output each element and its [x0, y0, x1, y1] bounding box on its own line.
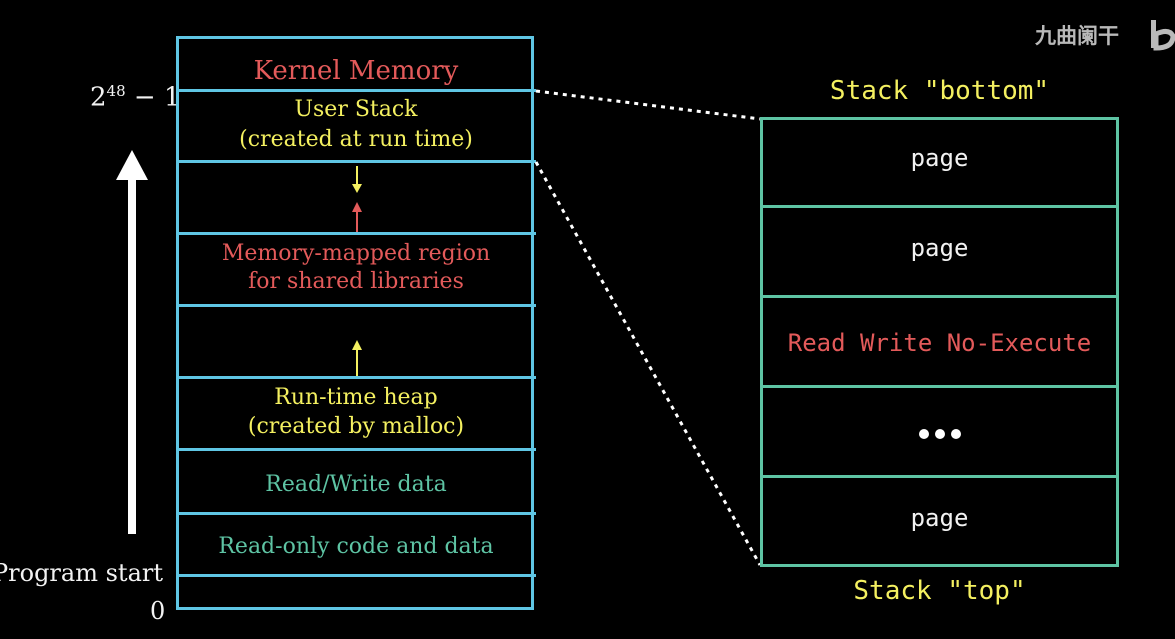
watermark-text: 九曲阑干 — [1035, 24, 1119, 48]
bilibili-logo-icon — [1151, 20, 1175, 51]
watermark: 九曲阑干 — [1035, 14, 1175, 54]
stack-bottom-label: Stack "bottom" — [829, 76, 1050, 106]
stack-page-2: page — [910, 234, 969, 262]
stack-page-last: page — [910, 504, 969, 532]
mmap-region-sublabel: for shared libraries — [248, 269, 464, 294]
zoom-line-top — [535, 89, 761, 121]
mmap-grows-up-arrow-icon — [352, 202, 362, 232]
stack-page-1: page — [910, 144, 969, 172]
address-top-exponent: 48 — [106, 82, 126, 100]
kernel-memory-label: Kernel Memory — [253, 56, 459, 86]
stack-divider-1 — [760, 205, 1119, 208]
ro-data-label: Read-only code and data — [218, 534, 494, 559]
divider-gap-heap — [176, 376, 536, 379]
address-bottom-label: 0 — [150, 597, 166, 625]
stack-divider-2 — [760, 295, 1119, 298]
divider-gap-mmap — [176, 232, 536, 235]
mmap-region-label: Memory-mapped region — [221, 241, 491, 266]
address-top-suffix: − 1 — [125, 82, 181, 113]
address-top-base: 2 — [90, 82, 107, 113]
divider-rw-ro — [176, 512, 536, 515]
divider-stack-gap — [176, 160, 536, 163]
upward-arrow-icon — [116, 150, 148, 534]
stack-top-label: Stack "top" — [853, 576, 1026, 606]
heap-sublabel: (created by malloc) — [247, 414, 465, 439]
ellipsis-icon — [760, 426, 1119, 444]
stack-pages-box — [760, 117, 1119, 567]
user-stack-label: User Stack — [294, 97, 418, 122]
divider-heap-rw — [176, 448, 536, 451]
user-stack-sublabel: (created at run time) — [239, 127, 473, 152]
divider-mmap-gap — [176, 304, 536, 307]
address-top-label: 248 − 1 — [90, 76, 181, 113]
stack-divider-4 — [760, 475, 1119, 478]
stack-page-rwnx: Read Write No-Execute — [787, 329, 1092, 357]
zoom-line-bottom — [534, 161, 762, 566]
rw-data-label: Read/Write data — [265, 472, 447, 497]
heap-grows-up-arrow-icon — [352, 340, 362, 376]
divider-kernel-stack — [176, 89, 536, 92]
stack-divider-3 — [760, 385, 1119, 388]
divider-ro-bottom — [176, 574, 536, 577]
memory-layout-column — [176, 36, 534, 610]
stack-grows-down-arrow-icon — [352, 166, 362, 193]
heap-label: Run-time heap — [274, 385, 438, 410]
program-start-label: Program start — [0, 559, 163, 587]
